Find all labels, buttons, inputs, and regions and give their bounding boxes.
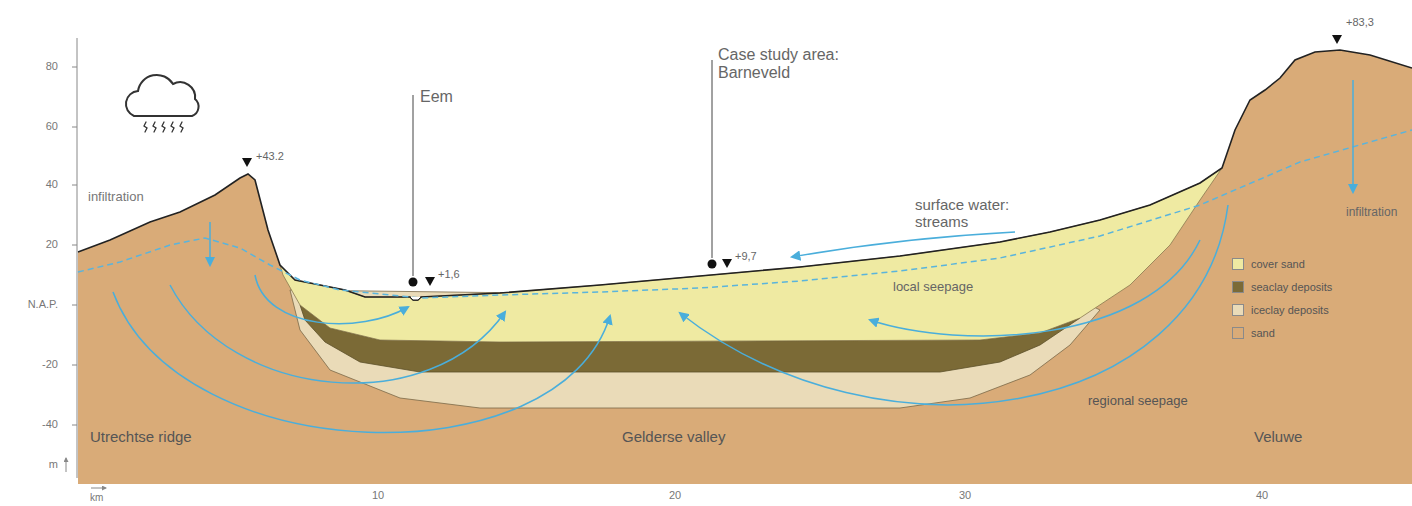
legend: cover sand seaclay deposits iceclay deposi… xyxy=(1232,252,1332,344)
axis-tick xyxy=(72,245,77,246)
axis-label: 40 xyxy=(18,178,58,191)
axis-label: 80 xyxy=(18,60,58,73)
level-triangle xyxy=(425,277,435,286)
axis-label: 40 xyxy=(1247,489,1277,502)
unit-arrow xyxy=(66,458,67,472)
axis-label: 20 xyxy=(660,489,690,502)
axis-label: -20 xyxy=(18,358,58,371)
legend-row: iceclay deposits xyxy=(1232,298,1332,321)
unit-arrow xyxy=(91,488,106,489)
axis-tick xyxy=(72,127,77,128)
elevation-label: +1,6 xyxy=(438,268,460,281)
elevation-label: +43.2 xyxy=(256,150,284,163)
y-axis xyxy=(77,38,78,478)
legend-text: cover sand xyxy=(1251,258,1305,270)
seepage-arrow xyxy=(113,292,610,433)
legend-text: seaclay deposits xyxy=(1251,281,1332,293)
legend-row: cover sand xyxy=(1232,252,1332,275)
level-triangle xyxy=(1332,35,1342,44)
axis-tick xyxy=(72,305,77,306)
axis-label: 20 xyxy=(18,238,58,251)
seepage-arrow xyxy=(170,285,505,383)
place-label: Case study area: Barneveld xyxy=(718,46,858,83)
leader-line xyxy=(413,95,414,276)
region-name: Gelderse valley xyxy=(622,428,725,445)
seepage-arrow xyxy=(680,205,1228,405)
legend-row: sand xyxy=(1232,321,1332,344)
legend-row: seaclay deposits xyxy=(1232,275,1332,298)
axis-label: N.A.P. xyxy=(18,298,58,311)
axis-label: 10 xyxy=(363,489,393,502)
river-channel xyxy=(410,297,421,300)
sand-layer xyxy=(78,50,1412,484)
infiltration-arrow xyxy=(209,222,211,265)
flow-label: regional seepage xyxy=(1088,394,1188,409)
infiltration-arrow xyxy=(1352,80,1354,192)
axis-label: 30 xyxy=(950,489,980,502)
seepage-arrow xyxy=(870,240,1200,336)
level-triangle xyxy=(722,259,732,268)
stream-arrow xyxy=(792,232,1015,257)
axis-tick xyxy=(72,185,77,186)
location-dot xyxy=(708,260,717,269)
axis-unit: m xyxy=(18,458,58,471)
flow-label: infiltration xyxy=(88,190,144,205)
axis-label: -40 xyxy=(18,418,58,431)
location-dot xyxy=(409,278,418,287)
rain-cloud-icon xyxy=(126,75,199,132)
region-name: Veluwe xyxy=(1254,428,1302,445)
axis-tick xyxy=(72,425,77,426)
legend-text: sand xyxy=(1251,327,1275,339)
flow-label: infiltration xyxy=(1346,206,1397,220)
elevation-label: +83,3 xyxy=(1346,16,1374,29)
elevation-label: +9,7 xyxy=(735,250,757,263)
flow-label: local seepage xyxy=(893,280,973,295)
cover-sand-layer xyxy=(280,168,1222,342)
seepage-arrow xyxy=(255,275,408,324)
legend-swatch xyxy=(1232,304,1244,316)
axis-tick xyxy=(72,67,77,68)
axis-label: 60 xyxy=(18,120,58,133)
region-name: Utrechtse ridge xyxy=(90,428,192,445)
legend-swatch xyxy=(1232,327,1244,339)
level-triangle xyxy=(242,158,252,167)
legend-swatch xyxy=(1232,281,1244,293)
flow-label: surface water: streams xyxy=(915,196,1030,231)
legend-swatch xyxy=(1232,258,1244,270)
legend-text: iceclay deposits xyxy=(1251,304,1329,316)
axis-unit: km xyxy=(90,492,103,504)
axis-tick xyxy=(72,365,77,366)
water-table xyxy=(78,130,1412,298)
place-label: Eem xyxy=(420,88,453,106)
leader-line xyxy=(712,60,713,258)
